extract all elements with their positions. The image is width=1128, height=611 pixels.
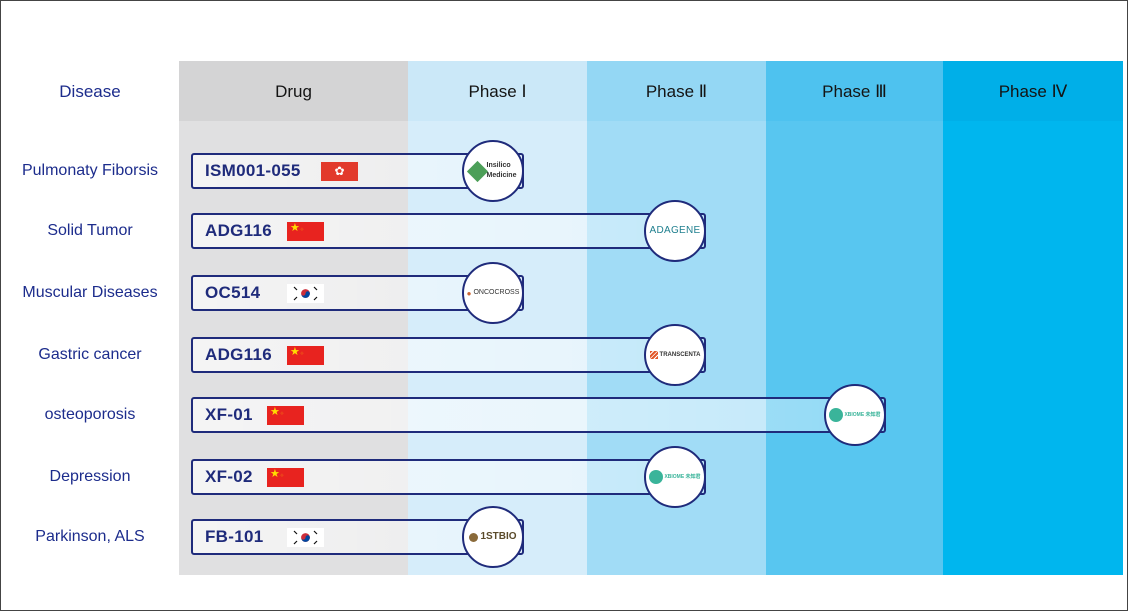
progress-bar: XF-02 ★⁘	[191, 459, 706, 495]
xbiome-logo: XBIOME 未知君	[644, 446, 706, 508]
phase-2-header: Phase Ⅱ	[587, 61, 766, 121]
phase-4-column	[943, 61, 1123, 575]
progress-bar: XF-01 ★⁘	[191, 397, 886, 433]
disease-label: Depression	[49, 468, 131, 485]
disease-label: Gastric cancer	[38, 346, 142, 363]
china-flag: ★⁘	[287, 222, 324, 241]
1stbio-logo: 1STBIO	[462, 506, 524, 568]
xbiome-logo: XBIOME 未知君	[824, 384, 886, 446]
drug-name: FB-101	[205, 527, 264, 546]
disease-label: osteoporosis	[44, 406, 136, 423]
china-flag: ★⁘	[267, 468, 304, 487]
china-flag: ★⁘	[287, 346, 324, 365]
drug-name: ISM001-055	[205, 161, 301, 180]
adagene-logo: ADAGENE	[644, 200, 706, 262]
disease-label: Pulmonaty Fiborsis	[21, 162, 159, 179]
progress-bar: ADG116 ★⁘	[191, 337, 706, 373]
progress-bar: ADG116 ★⁘	[191, 213, 706, 249]
drug-name: OC514	[205, 283, 261, 302]
oncocross-logo: ●ONCOCROSS	[462, 262, 524, 324]
korea-flag	[287, 284, 324, 303]
transcenta-logo: TRANSCENTA	[644, 324, 706, 386]
drug-name: XF-02	[205, 467, 253, 486]
disease-label: Muscular Diseases	[22, 284, 158, 301]
drug-name: XF-01	[205, 405, 253, 424]
drug-name: ADG116	[205, 221, 273, 240]
phase-4-header: Phase Ⅳ	[943, 61, 1123, 121]
disease-label: Parkinson, ALS	[35, 528, 145, 545]
hong-kong-flag: ✿	[321, 162, 358, 181]
disease-header: Disease	[59, 82, 121, 101]
phase-1-header: Phase Ⅰ	[408, 61, 587, 121]
phase-3-column	[766, 61, 943, 575]
drug-column	[179, 61, 408, 575]
progress-bar: FB-101	[191, 519, 524, 555]
korea-flag	[287, 528, 324, 547]
disease-label: Solid Tumor	[47, 222, 133, 239]
china-flag: ★⁘	[267, 406, 304, 425]
drug-header: Drug	[179, 61, 408, 121]
phase-3-header: Phase Ⅲ	[766, 61, 943, 121]
drug-name: ADG116	[205, 345, 273, 364]
